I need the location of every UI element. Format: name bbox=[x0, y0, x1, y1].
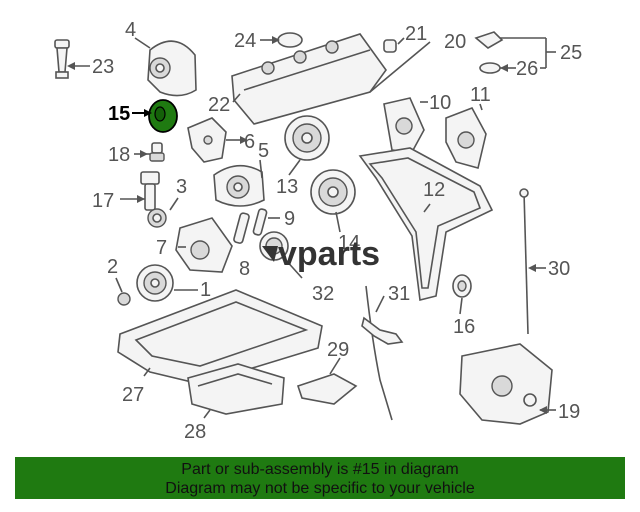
callout-28: 28 bbox=[184, 421, 206, 443]
callout-2: 2 bbox=[107, 256, 118, 278]
callout-17: 17 bbox=[92, 190, 114, 212]
part-1-drawing bbox=[136, 264, 174, 302]
leader-15 bbox=[132, 109, 152, 117]
banner-line-1: Part or sub-assembly is #15 in diagram bbox=[181, 461, 459, 478]
callout-7: 7 bbox=[156, 237, 167, 259]
callout-14: 14 bbox=[338, 232, 360, 254]
callout-11: 11 bbox=[470, 84, 491, 106]
part-12-drawing bbox=[358, 147, 494, 301]
callout-19: 19 bbox=[558, 401, 580, 423]
callout-numbers: 1 2 3 4 5 6 7 8 9 10 11 12 13 14 15 16 1… bbox=[92, 19, 582, 443]
part-30-drawing bbox=[519, 188, 529, 335]
callout-18: 18 bbox=[108, 144, 130, 166]
part-9-drawing bbox=[252, 208, 268, 236]
part-22-drawing bbox=[231, 33, 387, 125]
callout-5: 5 bbox=[258, 140, 269, 162]
callout-4: 4 bbox=[125, 19, 136, 41]
part-29-drawing bbox=[296, 373, 358, 405]
callout-24: 24 bbox=[234, 30, 256, 52]
callout-3: 3 bbox=[176, 176, 187, 198]
callout-25: 25 bbox=[560, 42, 582, 64]
callout-6: 6 bbox=[244, 131, 255, 153]
callout-1: 1 bbox=[200, 279, 211, 301]
part-4-drawing bbox=[147, 40, 197, 97]
callout-10: 10 bbox=[429, 92, 451, 114]
callout-21: 21 bbox=[405, 23, 427, 45]
part-18-drawing bbox=[149, 142, 165, 162]
part-31-drawing bbox=[361, 285, 404, 421]
callout-26: 26 bbox=[516, 58, 538, 80]
part-10-drawing bbox=[383, 97, 425, 153]
leader-lines bbox=[73, 37, 556, 419]
callout-32: 32 bbox=[312, 283, 334, 305]
part-7-drawing bbox=[175, 217, 233, 273]
callout-29: 29 bbox=[327, 339, 349, 361]
callout-9: 9 bbox=[284, 208, 295, 230]
arrowheads bbox=[67, 36, 547, 414]
part-24-drawing bbox=[277, 32, 303, 48]
part-16-drawing bbox=[452, 274, 472, 298]
callout-23: 23 bbox=[92, 56, 114, 78]
part-23-drawing bbox=[54, 39, 70, 79]
callout-15: 15 bbox=[108, 103, 130, 125]
part-2-drawing bbox=[117, 292, 131, 306]
callout-8: 8 bbox=[239, 258, 250, 280]
callout-22: 22 bbox=[208, 94, 230, 116]
part-19-drawing bbox=[459, 343, 553, 425]
part-13-drawing bbox=[284, 115, 330, 161]
part-26-drawing bbox=[479, 62, 501, 74]
part-3-drawing bbox=[147, 208, 167, 228]
callout-16: 16 bbox=[453, 316, 475, 338]
callout-20: 20 bbox=[444, 31, 466, 53]
part-8-drawing bbox=[233, 212, 250, 244]
part-6-drawing bbox=[187, 117, 227, 163]
part-27-drawing bbox=[117, 289, 323, 385]
part-21-drawing bbox=[383, 39, 397, 53]
callout-31: 31 bbox=[388, 283, 410, 305]
part-14-drawing bbox=[310, 169, 356, 215]
watermark-text: vparts bbox=[278, 235, 380, 273]
part-28-drawing bbox=[187, 363, 285, 415]
part-5-drawing bbox=[213, 164, 265, 207]
vparts-watermark: vparts bbox=[262, 235, 380, 273]
callout-12: 12 bbox=[423, 179, 445, 201]
part-25-drawing bbox=[474, 31, 504, 49]
part-11-drawing bbox=[445, 107, 487, 169]
part-17-drawing bbox=[140, 171, 160, 211]
callout-27: 27 bbox=[122, 384, 144, 406]
info-banner: Part or sub-assembly is #15 in diagram D… bbox=[15, 457, 625, 499]
parts-diagram: 1 2 3 4 5 6 7 8 9 10 11 12 13 14 15 16 1… bbox=[54, 19, 582, 443]
callout-30: 30 bbox=[548, 258, 570, 280]
part-15-drawing bbox=[148, 99, 178, 133]
banner-line-2: Diagram may not be specific to your vehi… bbox=[165, 480, 475, 497]
callout-13: 13 bbox=[276, 176, 298, 198]
